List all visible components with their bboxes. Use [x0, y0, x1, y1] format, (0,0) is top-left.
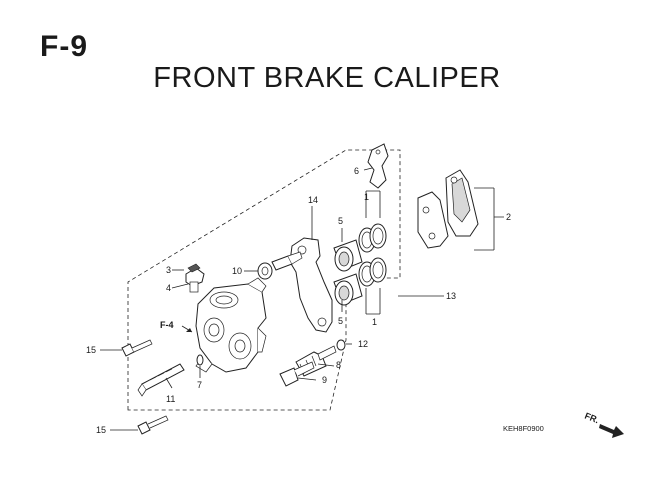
caliper-bracket: [289, 237, 333, 333]
front-direction-arrow: FR.: [583, 411, 624, 438]
piston-upper: [333, 239, 363, 272]
bolt-lower: [137, 415, 169, 435]
callout-5-lower: 5: [338, 316, 343, 326]
caliper-body: [195, 277, 267, 373]
callout-7: 7: [197, 380, 202, 390]
piston-lower: [333, 273, 363, 306]
washer: [257, 262, 273, 280]
bleeder-valve: [185, 263, 205, 293]
callout-4: 4: [166, 283, 171, 293]
pin-bolt: [317, 339, 346, 361]
diagram-title: FRONT BRAKE CALIPER: [153, 62, 501, 94]
callout-8: 8: [336, 360, 341, 370]
callout-1-upper: 1: [364, 192, 369, 202]
callout-1-lower: 1: [372, 317, 377, 327]
callout-9: 9: [322, 375, 327, 385]
callout-6: 6: [354, 166, 359, 176]
brake-pad-set: [417, 169, 479, 249]
piston-seals: [358, 223, 387, 287]
callout-13: 13: [446, 291, 456, 301]
callout-15-upper: 15: [86, 345, 96, 355]
slide-pin: [279, 361, 315, 387]
assembly-outline: [127, 149, 401, 411]
small-pin: [196, 354, 204, 366]
direction-label: FR.: [583, 411, 600, 426]
callout-12: 12: [358, 339, 368, 349]
section-code: F-9: [40, 30, 88, 63]
callout-10: 10: [232, 266, 242, 276]
reference-label: F-4: [160, 320, 174, 330]
callout-14: 14: [308, 195, 318, 205]
callout-3: 3: [166, 265, 171, 275]
callout-15-lower: 15: [96, 425, 106, 435]
pin-bolt-upper: [271, 251, 303, 271]
bolt-upper: [121, 339, 153, 357]
callout-2: 2: [506, 212, 511, 222]
callout-5-upper: 5: [338, 216, 343, 226]
drawing-code: KEH8F0900: [503, 424, 544, 433]
pad-spring: [367, 143, 389, 189]
reference-arrow: [181, 325, 193, 333]
leader-lines: [100, 167, 504, 431]
pad-pin: [137, 363, 185, 397]
callout-11: 11: [166, 394, 175, 404]
